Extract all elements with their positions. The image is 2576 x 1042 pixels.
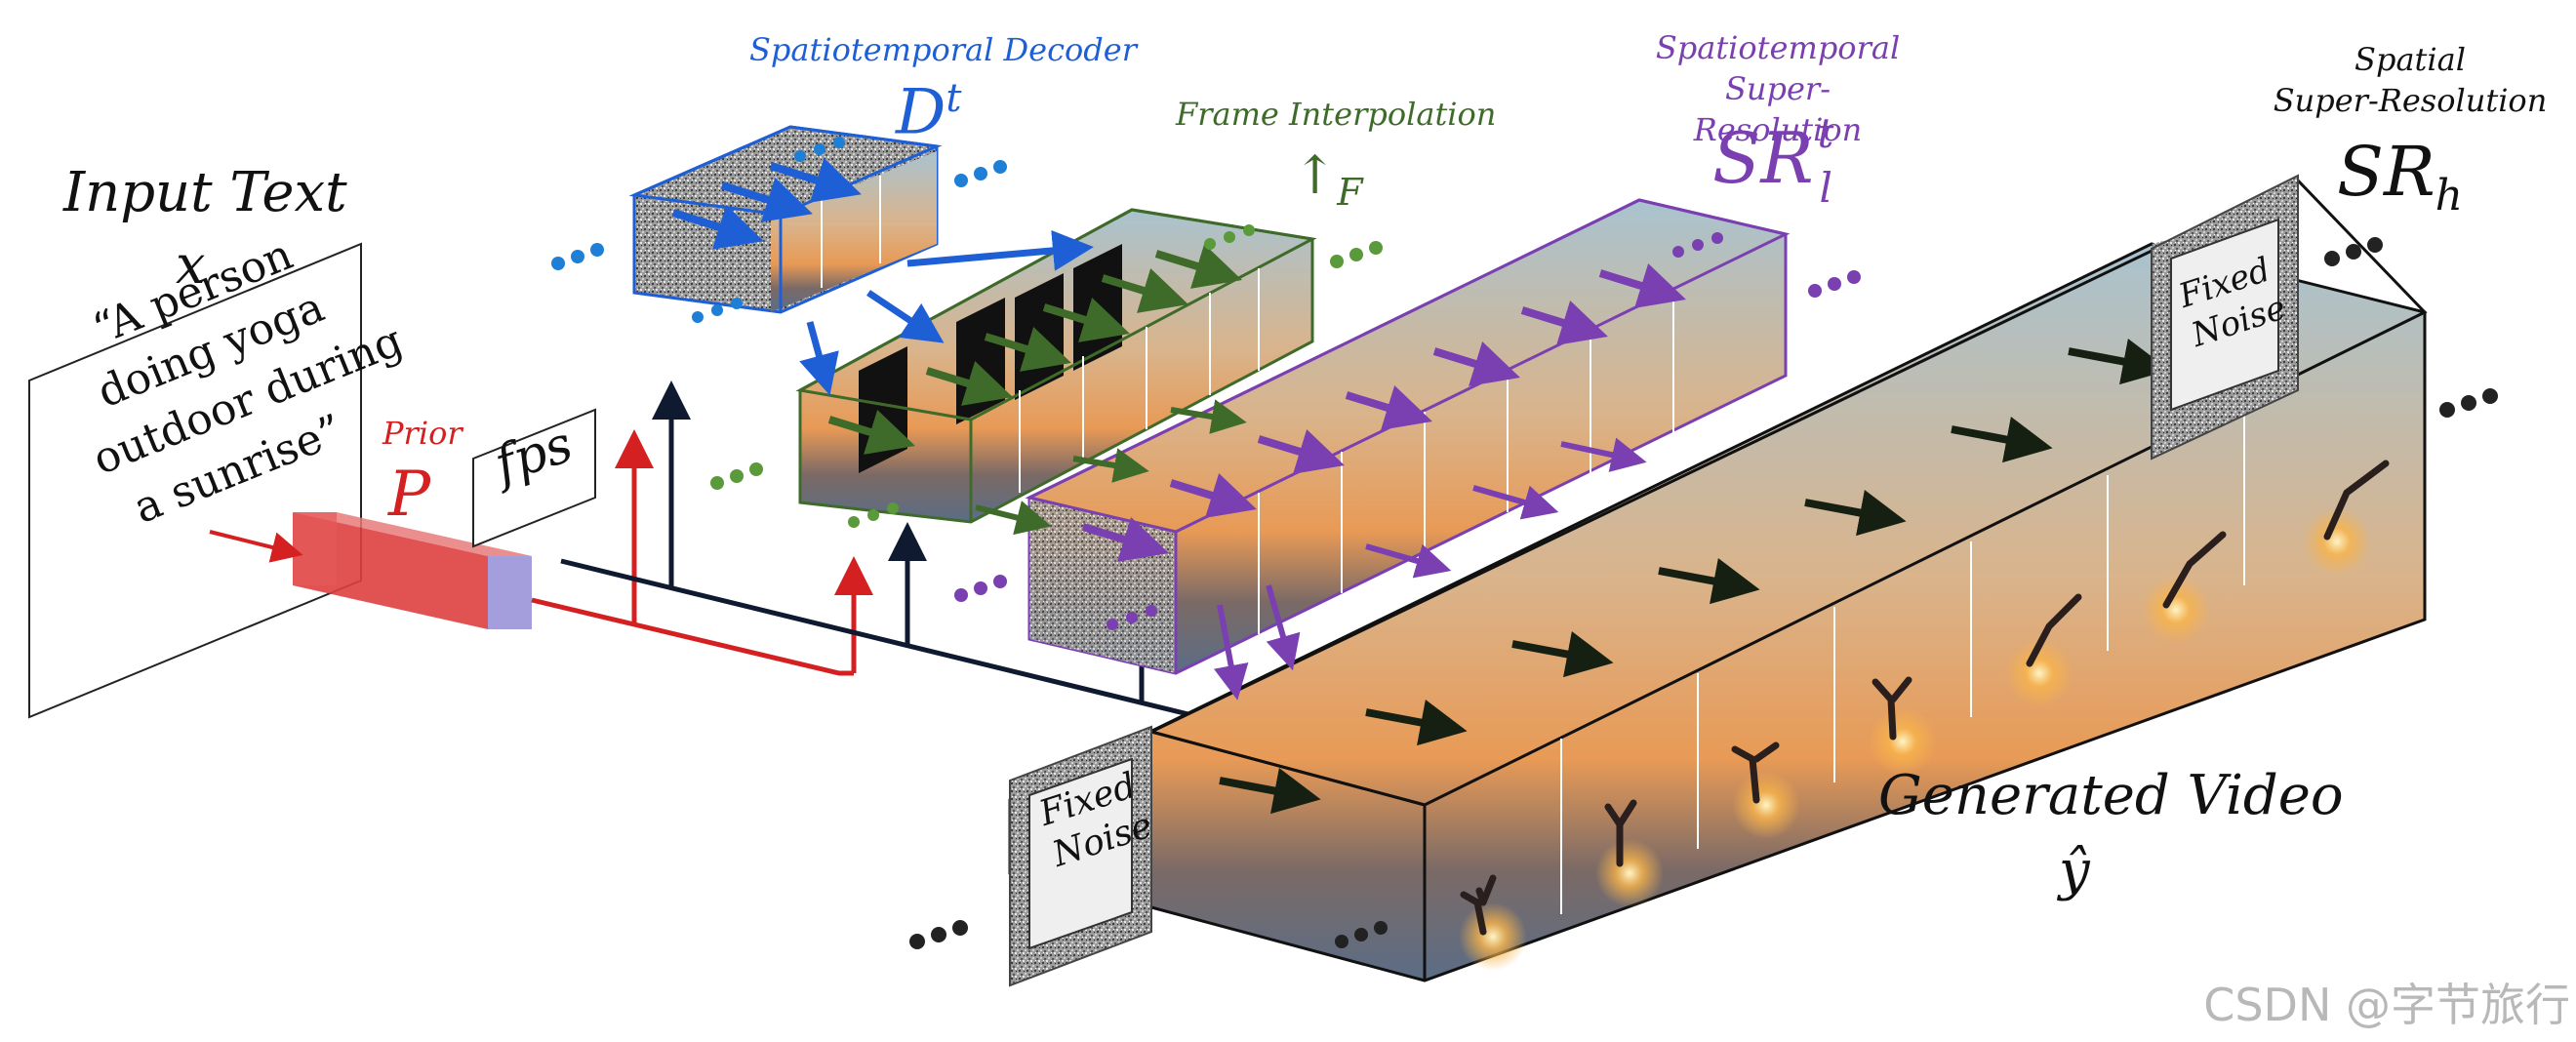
input-symbol: x xyxy=(176,234,206,296)
fixed-noise-card-top xyxy=(2151,174,2299,461)
input-to-prior-arrow xyxy=(209,530,303,563)
sr-low-stack xyxy=(975,198,1791,675)
sr-low-symbol-sub: l xyxy=(1819,164,1832,212)
fps-box xyxy=(472,408,596,548)
decoder-symbol: Dt xyxy=(896,76,961,148)
output-title: Generated Video xyxy=(1878,764,2344,827)
sr-low-symbol-base: SR xyxy=(1712,117,1814,199)
sr-low-symbol-sup: t xyxy=(1817,109,1834,157)
sr-high-symbol: SRh xyxy=(2337,132,2463,220)
yoga-silhouettes xyxy=(1459,460,2390,971)
output-symbol: ŷ xyxy=(2059,839,2090,902)
decoder-caption: Spatiotemporal Decoder xyxy=(749,31,1138,68)
prior-caption: Prior xyxy=(382,415,463,452)
prior-block xyxy=(209,512,532,629)
decoder-stack xyxy=(628,125,943,314)
decoder-symbol-base: D xyxy=(896,76,946,149)
sr-low-caption-line1: Spatiotemporal xyxy=(1655,29,1901,66)
watermark: CSDN @字节旅行 xyxy=(2203,979,2570,1031)
sr-high-symbol-base: SR xyxy=(2337,132,2435,212)
fixed-noise-card-bottom xyxy=(1009,725,1152,987)
interp-symbol: ↑F xyxy=(1293,144,1363,214)
interp-symbol-arrow: ↑ xyxy=(1293,144,1338,206)
sr-high-caption-line2: Super-Resolution xyxy=(2273,82,2548,119)
sr-high-caption: Spatial Super-Resolution xyxy=(2264,39,2556,121)
sr-high-symbol-sub: h xyxy=(2435,171,2464,220)
interp-caption: Frame Interpolation xyxy=(1176,96,1497,133)
prior-symbol: P xyxy=(388,459,431,531)
ellipsis-dots xyxy=(551,137,2498,949)
decoder-symbol-sup: t xyxy=(946,76,962,121)
sr-low-caption: Spatiotemporal Super-Resolution xyxy=(1641,27,1914,150)
sr-high-caption-line1: Spatial xyxy=(2355,41,2466,78)
interp-symbol-sub: F xyxy=(1337,170,1363,214)
sr-low-caption-line2: Super-Resolution xyxy=(1693,70,1863,148)
interpolation-stack xyxy=(795,208,1317,524)
input-title: Input Text xyxy=(63,161,347,224)
